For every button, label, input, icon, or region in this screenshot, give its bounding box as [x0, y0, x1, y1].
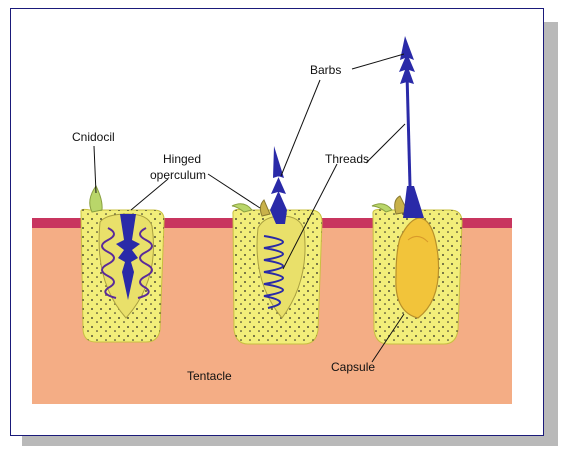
label-barbs: Barbs: [310, 63, 341, 77]
everting-barbs: [270, 146, 287, 224]
cnidocil-icon: [231, 203, 253, 213]
label-threads: Threads: [325, 152, 369, 166]
discharged-barbs: [399, 36, 415, 84]
label-hinged: Hinged: [163, 152, 201, 166]
cnidocyte-undischarged: [80, 185, 165, 343]
coiled-thread: [101, 227, 153, 299]
label-capsule: Capsule: [331, 360, 375, 374]
label-operculum: operculum: [150, 168, 206, 182]
inverted-barbs: [116, 214, 140, 300]
cnidocyte-discharged: [371, 36, 463, 345]
cnidocyte-discharging: [231, 146, 323, 345]
operculum: [259, 199, 271, 217]
label-tentacle: Tentacle: [187, 369, 232, 383]
label-cnidocil: Cnidocil: [72, 130, 115, 144]
discharged-thread: [405, 73, 412, 187]
cnidocil-icon: [371, 203, 393, 213]
capsule-body: [395, 217, 440, 319]
leader-lines: [93, 53, 406, 363]
coiled-thread: [263, 235, 284, 309]
thread-base: [403, 186, 424, 218]
